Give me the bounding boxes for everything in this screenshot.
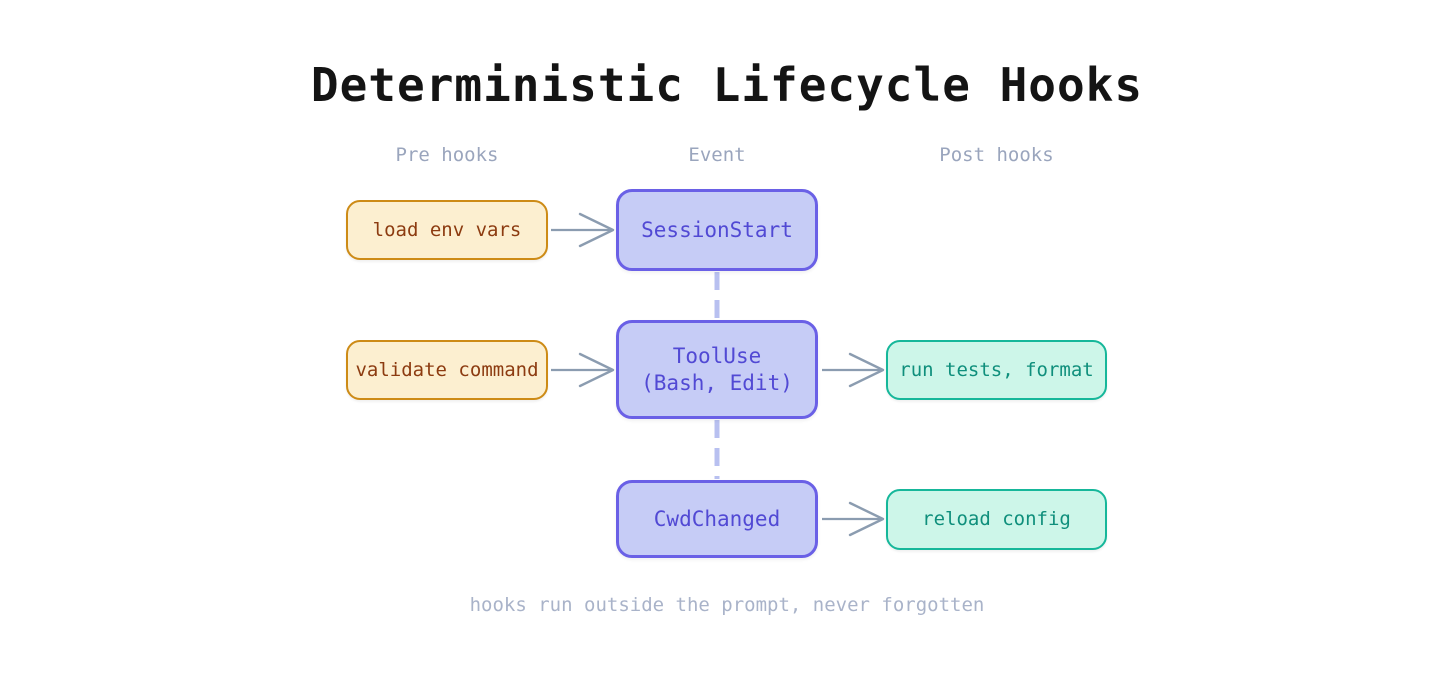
arrow-pre1-to-sessionstart [551,212,615,248]
page-title: Deterministic Lifecycle Hooks [310,58,1144,112]
node-event-sessionstart[interactable]: SessionStart [616,189,818,271]
column-header-post-hooks: Post hooks [939,144,1054,166]
arrow-tooluse-to-post2 [822,352,885,388]
node-post-reload-config[interactable]: reload config [886,489,1107,550]
column-header-event: Event [688,144,746,166]
column-header-pre-hooks: Pre hooks [395,144,499,166]
arrow-pre2-to-tooluse [551,352,615,388]
node-post-run-tests-format[interactable]: run tests, format [886,340,1107,400]
node-event-cwdchanged[interactable]: CwdChanged [616,480,818,558]
node-event-tooluse[interactable]: ToolUse (Bash, Edit) [616,320,818,419]
arrow-cwdchanged-to-post3 [822,501,885,537]
node-pre-load-env-vars[interactable]: load env vars [346,200,548,260]
diagram-caption: hooks run outside the prompt, never forg… [469,594,985,616]
node-pre-validate-command[interactable]: validate command [346,340,548,400]
